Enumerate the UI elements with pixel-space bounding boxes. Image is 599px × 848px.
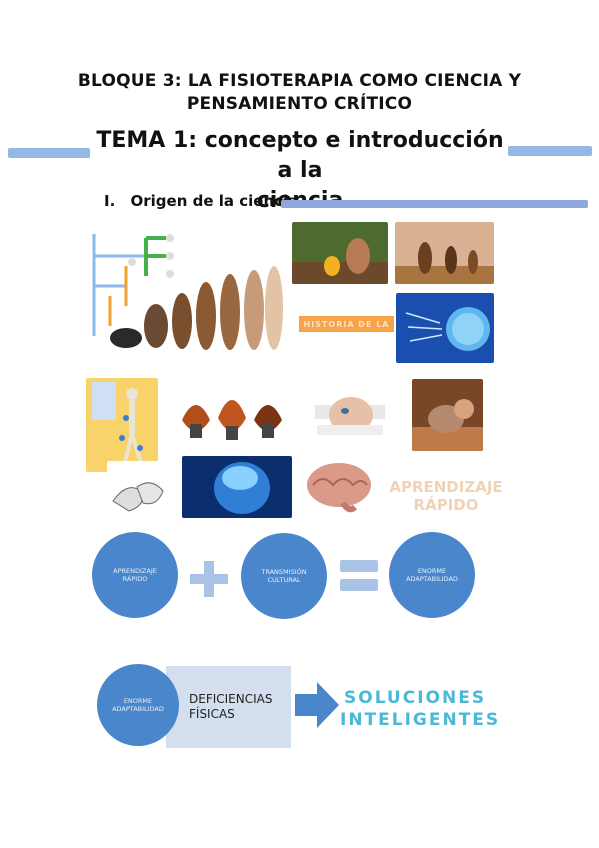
prehistoric-hunters-image <box>395 222 494 284</box>
soluciones-inteligentes-text: SOLUCIONES INTELIGENTES <box>340 687 540 731</box>
bloque-title-line2: PENSAMIENTO CRÍTICO <box>186 94 413 114</box>
arrow-right-icon <box>295 682 339 728</box>
curious-face-image <box>307 385 391 445</box>
section-title: Origen de la ciencia <box>130 192 299 210</box>
decor-bar-right <box>508 146 592 156</box>
section-number: I. <box>104 192 116 210</box>
bloque-title-line1: BLOQUE 3: LA FISIOTERAPIA COMO CIENCIA Y <box>77 71 522 91</box>
plus-icon <box>190 561 228 597</box>
digital-brain-head-image <box>182 456 292 518</box>
deficiencias-line1: DEFICIENCIAS <box>189 692 273 706</box>
equation-circle-transmision: TRANSMISIÓN CULTURAL <box>241 533 327 619</box>
brain-image <box>303 459 375 515</box>
hands-tool-image <box>107 461 170 517</box>
deficiencias-text: DEFICIENCIAS FÍSICAS <box>189 692 272 722</box>
soluciones-line1: SOLUCIONES <box>344 688 487 708</box>
stone-tools-image <box>176 380 289 448</box>
cell-sperm-image <box>396 293 494 363</box>
equation-circle-adaptabilidad: ENORME ADAPTABILIDAD <box>389 532 475 618</box>
human-evolution-image <box>86 226 290 364</box>
aprendizaje-line1: APRENDIZAJE <box>389 478 503 496</box>
skeleton-anatomy-image <box>86 378 158 472</box>
tema-title: TEMA 1: concepto e introducción a la cie… <box>90 126 510 216</box>
equation-circle-aprendizaje: APRENDIZAJE RÁPIDO <box>92 532 178 618</box>
section-heading: I. Origen de la ciencia <box>104 192 298 210</box>
equals-icon <box>340 560 378 592</box>
thinking-person-image <box>412 379 483 451</box>
soluciones-line2: INTELIGENTES <box>340 710 501 730</box>
aprendizaje-line2: RÁPIDO <box>413 496 479 514</box>
result-circle-adaptabilidad: ENORME ADAPTABILIDAD <box>97 664 179 746</box>
section-underline-bar <box>281 200 588 208</box>
historia-label-banner: HISTORIA DE LA <box>299 316 394 332</box>
deficiencias-line2: FÍSICAS <box>189 707 235 721</box>
bloque-title: BLOQUE 3: LA FISIOTERAPIA COMO CIENCIA Y… <box>0 70 599 116</box>
deficiencias-box <box>166 666 291 748</box>
aprendizaje-rapido-label: APRENDIZAJE RÁPIDO <box>378 478 514 514</box>
tema-title-line1: TEMA 1: concepto e introducción a la <box>96 128 504 183</box>
prehistoric-fire-image <box>292 222 388 284</box>
decor-bar-left <box>8 148 90 158</box>
